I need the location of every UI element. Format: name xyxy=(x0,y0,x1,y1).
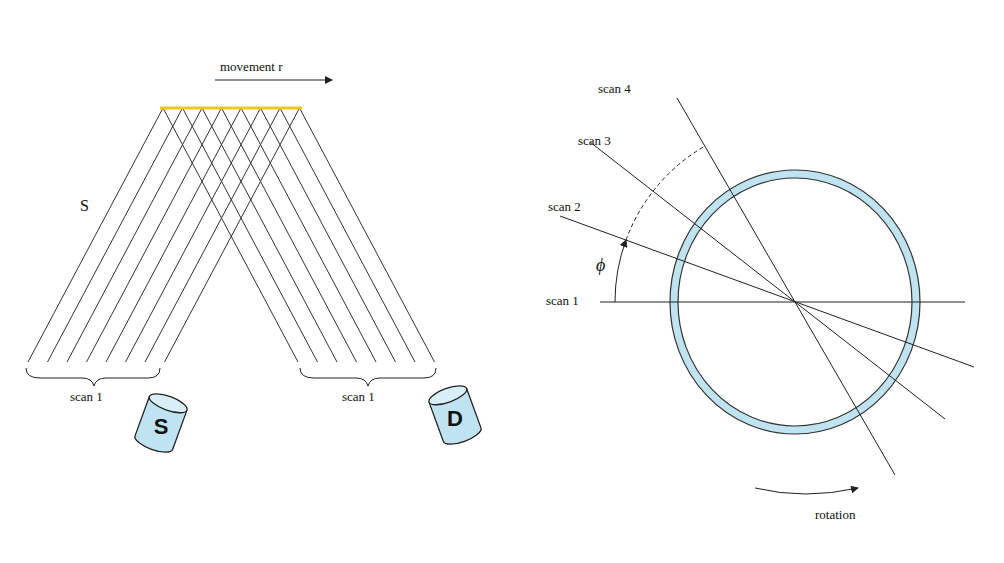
beam-line xyxy=(67,108,337,362)
movement-label: movement r xyxy=(220,60,282,73)
node-letter: S xyxy=(138,414,184,440)
beam-line xyxy=(165,108,435,362)
scan-label: scan 1 xyxy=(70,390,103,403)
scan-lines xyxy=(560,98,974,475)
beam-line xyxy=(28,108,298,362)
rotation-label: rotation xyxy=(815,508,855,521)
scan-label: scan 2 xyxy=(548,200,581,213)
node-letter: D xyxy=(432,406,478,432)
beam-line xyxy=(87,108,357,362)
scan-label: scan 1 xyxy=(342,390,375,403)
bracket xyxy=(26,368,160,386)
beam-line xyxy=(106,108,376,362)
phi-arc xyxy=(615,240,626,302)
source-label: S xyxy=(80,198,89,214)
beam-lines xyxy=(28,108,435,362)
scan-label: scan 3 xyxy=(578,134,611,147)
beam-line xyxy=(126,108,396,362)
source-cylinder: S xyxy=(138,392,184,454)
detector-cylinder: D xyxy=(432,384,478,446)
beam-line xyxy=(145,108,415,362)
scan-label: scan 1 xyxy=(546,294,579,307)
scan-label: scan 4 xyxy=(598,82,631,95)
angle-symbol: ϕ xyxy=(596,256,605,274)
rotation-arrow xyxy=(755,488,858,494)
beam-line xyxy=(48,108,318,362)
movement-arrow xyxy=(215,80,332,81)
bracket xyxy=(300,368,436,386)
rotation-path xyxy=(626,146,705,240)
sample-surface xyxy=(160,107,302,110)
